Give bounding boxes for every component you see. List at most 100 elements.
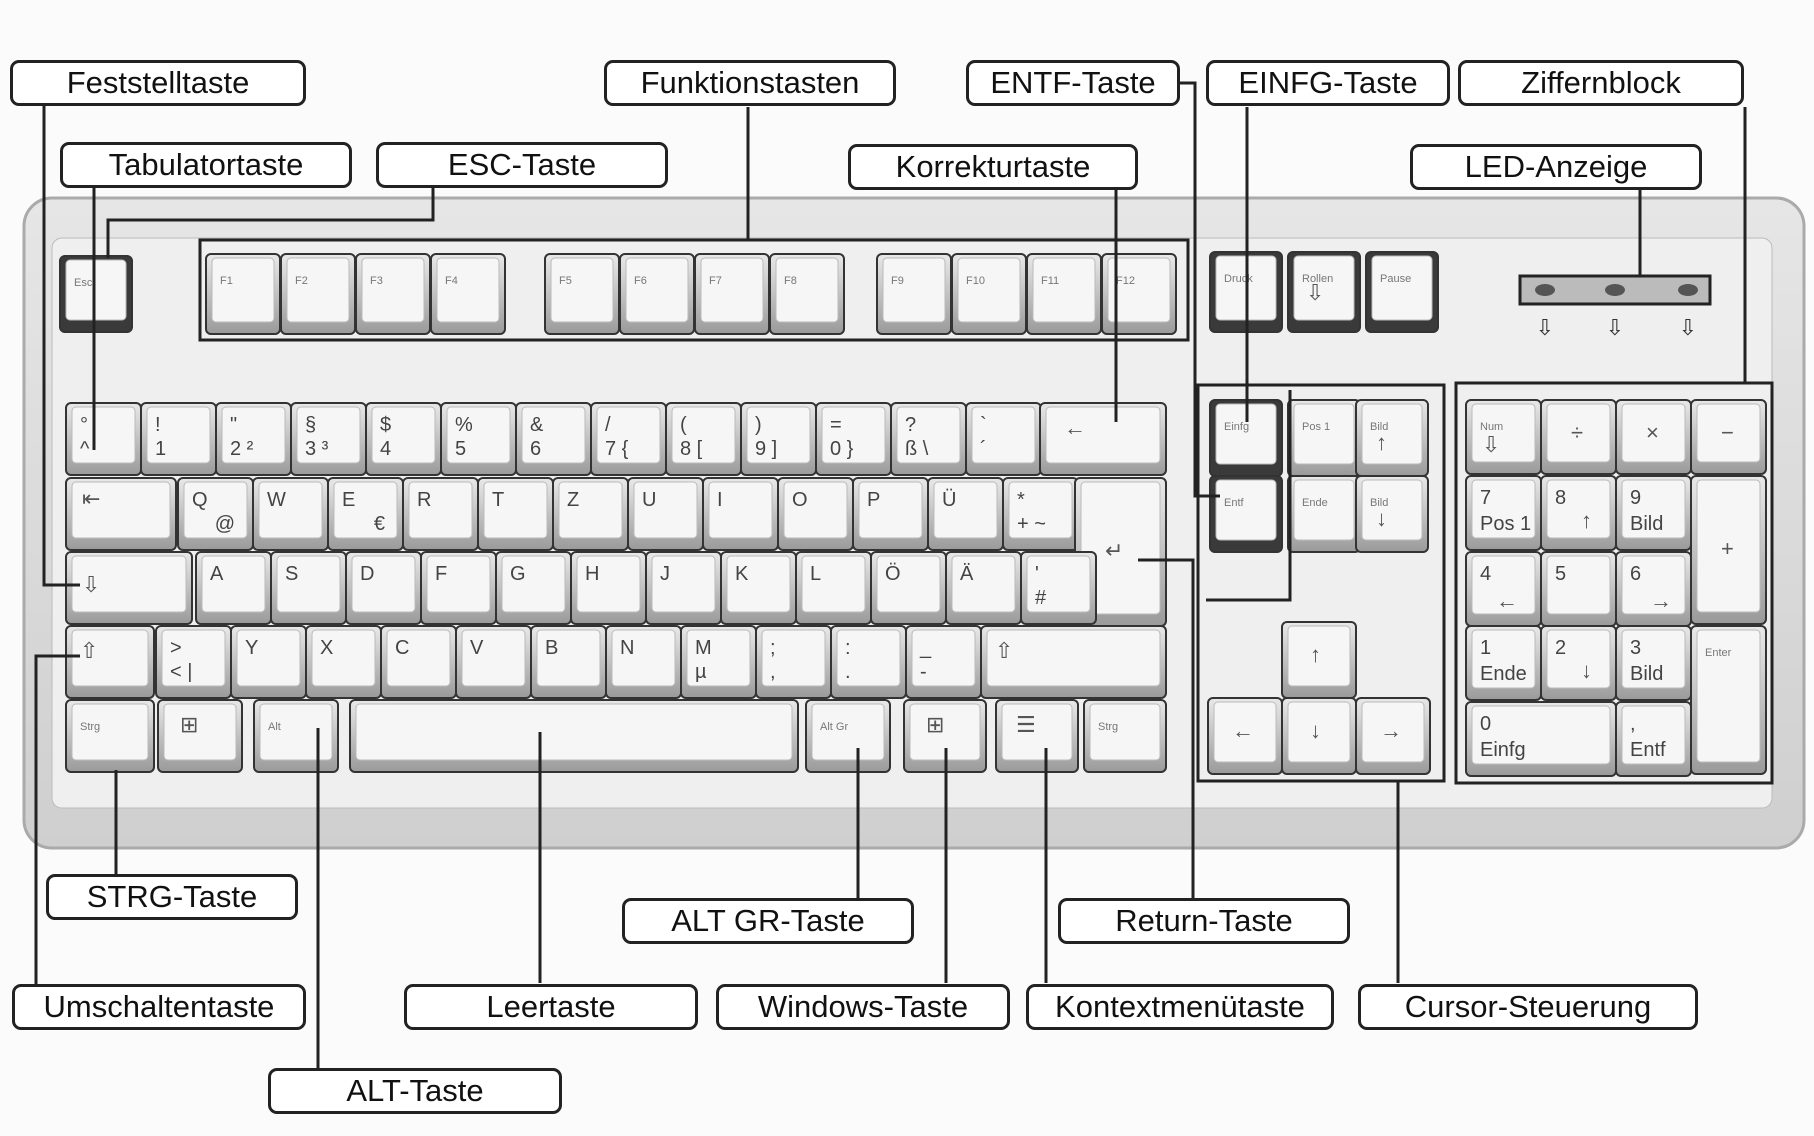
led-caps (1605, 284, 1625, 296)
key-arrow-down: ↓ (1281, 697, 1357, 775)
key-num-row-5: $4 (365, 402, 442, 476)
key-yxcv-4: C (380, 625, 457, 699)
key-num-1-top-label: 1 (1480, 637, 1491, 659)
key-letter-ö-top-label: Ö (885, 563, 901, 585)
callout-leertaste: Leertaste (404, 984, 698, 1030)
key-num-row-11-bottom-label: 0 } (830, 438, 854, 460)
key-num-div: ÷ (1540, 399, 1617, 475)
key-f2: F2 (280, 253, 356, 335)
key-num-row-3-bottom-label: 2 ² (230, 438, 254, 460)
key-f1: F1 (205, 253, 281, 335)
key-alt: Alt (253, 699, 339, 773)
led-arrow-3: ⇩ (1679, 315, 1697, 340)
key-arrow-left: ← (1207, 697, 1283, 775)
key-entf-label: Entf (1224, 497, 1245, 509)
key-num-row-1-top-label: ° (80, 414, 88, 436)
key-num-enter: Enter (1690, 625, 1767, 775)
key-win-right-glyph: ⊞ (926, 712, 944, 737)
led-arrow-1: ⇩ (1536, 315, 1554, 340)
key-backspace: ← (1039, 402, 1167, 476)
key-num-row-13: `´ (965, 402, 1042, 476)
key-num-row-5-top-label: $ (380, 414, 391, 436)
key-num-9-bottom-label: Bild (1630, 513, 1663, 535)
key-bild-up-glyph: ↑ (1376, 430, 1387, 455)
key-num-6-glyph: → (1650, 588, 1672, 613)
key-f12: F12 (1101, 253, 1177, 335)
leader-cursor-link (1206, 390, 1292, 602)
leader-entf-taste (1180, 81, 1220, 498)
key-f9-label: F9 (891, 275, 904, 287)
callout-kontextmenuetaste: Kontextmenütaste (1026, 984, 1334, 1030)
key-f3: F3 (355, 253, 431, 335)
key-yxcv-11-bottom-label: - (920, 661, 927, 683)
key-esc: Esc (59, 255, 133, 333)
key-menu-glyph: ☰ (1016, 712, 1036, 737)
key-arrow-right: → (1355, 697, 1431, 775)
key-yxcv-7-top-label: N (620, 637, 634, 659)
key-hash-top-label: ' (1035, 563, 1039, 585)
function-keys-frame (198, 238, 1190, 342)
key-menu: ☰ (995, 699, 1079, 773)
key-num-minus: − (1690, 399, 1767, 475)
key-yxcv-9-bottom-label: , (770, 661, 776, 683)
key-letter-j: J (645, 551, 722, 625)
key-bild-down: Bild↓ (1355, 475, 1429, 553)
callout-strg-taste: STRG-Taste (46, 874, 298, 920)
leader-esc-taste (106, 187, 435, 258)
key-f6: F6 (619, 253, 695, 335)
key-letter-r: R (402, 477, 479, 551)
key-num-6-top-label: 6 (1630, 563, 1641, 585)
key-pos1: Pos 1 (1287, 399, 1361, 477)
key-letter-d: D (345, 551, 422, 625)
key-letter-g-top-label: G (510, 563, 526, 585)
key-shift-left-glyph: ⇧ (80, 638, 98, 663)
key-yxcv-4-top-label: C (395, 637, 409, 659)
key-num-row-9: (8 [ (665, 402, 742, 476)
callout-alt-gr-taste: ALT GR-Taste (622, 898, 914, 944)
key-letter-p: P (852, 477, 929, 551)
key-num-row-2: !1 (140, 402, 217, 476)
key-letter-l-top-label: L (810, 563, 821, 585)
key-num-8: 8↑ (1540, 475, 1617, 551)
key-letter-a: A (195, 551, 272, 625)
key-druck-label: Druck (1224, 273, 1253, 285)
key-num-enter-label: Enter (1705, 647, 1732, 659)
key-bild-down-label: Bild (1370, 497, 1388, 509)
key-f10-label: F10 (966, 275, 985, 287)
key-letter-w-top-label: W (267, 489, 286, 511)
key-letter-e: E€ (327, 477, 404, 551)
key-num-row-6-top-label: % (455, 414, 473, 436)
callout-esc-taste: ESC-Taste (376, 142, 668, 188)
key-letter-s: S (270, 551, 347, 625)
key-alt-gr-label: Alt Gr (820, 721, 848, 733)
key-letter-u: U (627, 477, 704, 551)
leader-lines (34, 81, 1747, 1071)
key-num-minus-glyph: − (1721, 420, 1734, 445)
key-strg-right-label: Strg (1098, 721, 1118, 733)
key-num-row-5-bottom-label: 4 (380, 438, 391, 460)
key-hash: '# (1020, 551, 1097, 625)
key-f2-label: F2 (295, 275, 308, 287)
key-arrow-down-glyph: ↓ (1310, 718, 1321, 743)
callout-led-anzeige: LED-Anzeige (1410, 144, 1702, 190)
key-rollen: Rollen⇩ (1287, 251, 1361, 333)
leader-return-taste (1138, 558, 1195, 898)
key-space (349, 699, 799, 773)
key-num-7-bottom-label: Pos 1 (1480, 513, 1531, 535)
key-letter-f-top-label: F (435, 563, 447, 585)
key-num-row-12-top-label: ? (905, 414, 916, 436)
key-num-0-bottom-label: Einfg (1480, 739, 1526, 761)
key-num-6: 6→ (1615, 551, 1692, 627)
key-num-plus-glyph: + (1721, 536, 1734, 561)
key-yxcv-1-bottom-label: < | (170, 661, 192, 683)
key-capslock-glyph: ⇩ (82, 572, 100, 597)
key-yxcv-8-bottom-label: µ (695, 661, 707, 683)
key-letter-d-top-label: D (360, 563, 374, 585)
key-f10: F10 (951, 253, 1027, 335)
key-letter-s-top-label: S (285, 563, 298, 585)
key-num-row-12: ?ß \ (890, 402, 967, 476)
key-f4: F4 (430, 253, 506, 335)
key-capslock: ⇩ (65, 551, 193, 625)
